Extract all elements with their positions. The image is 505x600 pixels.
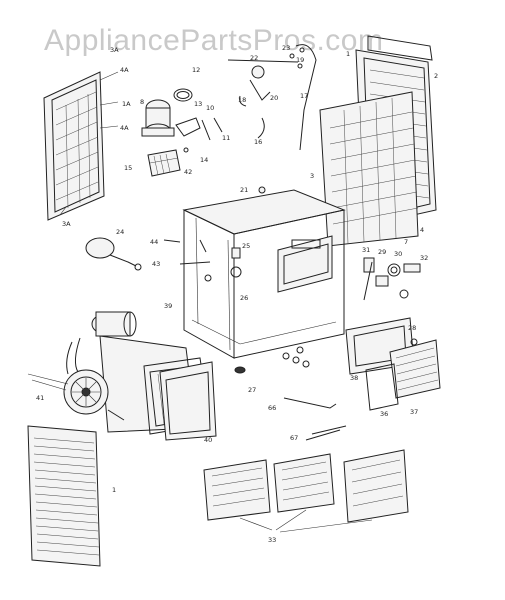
callout-11: 11: [222, 134, 230, 142]
float-valve: [85, 237, 142, 271]
callout-16: 16: [254, 138, 262, 146]
callout-3a-bottom: 3A: [62, 220, 71, 228]
callout-39: 39: [164, 302, 172, 310]
callout-4a: 4A: [120, 66, 129, 74]
callout-29: 29: [378, 248, 386, 256]
cabinet-small-parts: [163, 186, 266, 282]
watermark: AppliancePartsPros.com: [44, 24, 383, 57]
callout-24: 24: [116, 228, 124, 236]
callout-22: 22: [250, 54, 258, 62]
callout-19: 19: [296, 56, 304, 64]
float-arm-parts: [175, 44, 317, 153]
callout-40: 40: [204, 436, 212, 444]
callout-18: 18: [238, 96, 246, 104]
callout-4a-mid: 4A: [120, 124, 129, 132]
callout-44: 44: [150, 238, 158, 246]
callout-labels: 3A 4A 1A 4A 3A 12 22 23 19 8 13 10 17 20…: [36, 44, 438, 544]
callout-12: 12: [192, 66, 200, 74]
callout-15: 15: [124, 164, 132, 172]
callout-30: 30: [394, 250, 402, 258]
bottom-pad-frames: [203, 449, 409, 533]
front-grille: [27, 425, 101, 567]
callout-14: 14: [200, 156, 208, 164]
callout-33: 33: [268, 536, 276, 544]
switch-parts: [363, 257, 421, 301]
callout-36: 36: [380, 410, 388, 418]
callout-4-right: 4: [420, 226, 424, 234]
right-pad-frame: [319, 91, 419, 247]
callout-38: 38: [350, 374, 358, 382]
callout-43: 43: [152, 260, 160, 268]
float-basket: [147, 149, 181, 177]
callout-41: 41: [36, 394, 44, 402]
callout-23: 23: [282, 44, 290, 52]
callout-37: 37: [410, 408, 418, 416]
upper-left-pad-frame: [43, 71, 105, 221]
callout-42: 42: [184, 168, 192, 176]
callout-1-left: 1: [112, 486, 116, 494]
callout-1-right: 1: [346, 50, 350, 58]
callout-2: 2: [434, 72, 438, 80]
callout-20: 20: [270, 94, 278, 102]
callout-26: 26: [240, 294, 248, 302]
hardware-parts: [234, 346, 347, 441]
pump-motor-assembly: [141, 88, 193, 137]
callout-67: 67: [290, 434, 298, 442]
callout-31: 31: [362, 246, 370, 254]
lower-right-access-parts: [345, 317, 441, 411]
callout-1a: 1A: [122, 100, 131, 108]
callout-27: 27: [248, 386, 256, 394]
callout-10: 10: [206, 104, 214, 112]
callout-25: 25: [242, 242, 250, 250]
callout-66: 66: [268, 404, 276, 412]
callout-7: 7: [404, 238, 408, 246]
callout-3a-top: 3A: [110, 46, 119, 54]
callout-8: 8: [140, 98, 144, 106]
blower-assembly: [27, 311, 217, 441]
callout-28: 28: [408, 324, 416, 332]
callout-32: 32: [420, 254, 428, 262]
callout-21: 21: [240, 186, 248, 194]
cabinet-frame: [182, 189, 346, 359]
callout-13: 13: [194, 100, 202, 108]
callout-3-right: 3: [310, 172, 314, 180]
callout-17: 17: [300, 92, 308, 100]
